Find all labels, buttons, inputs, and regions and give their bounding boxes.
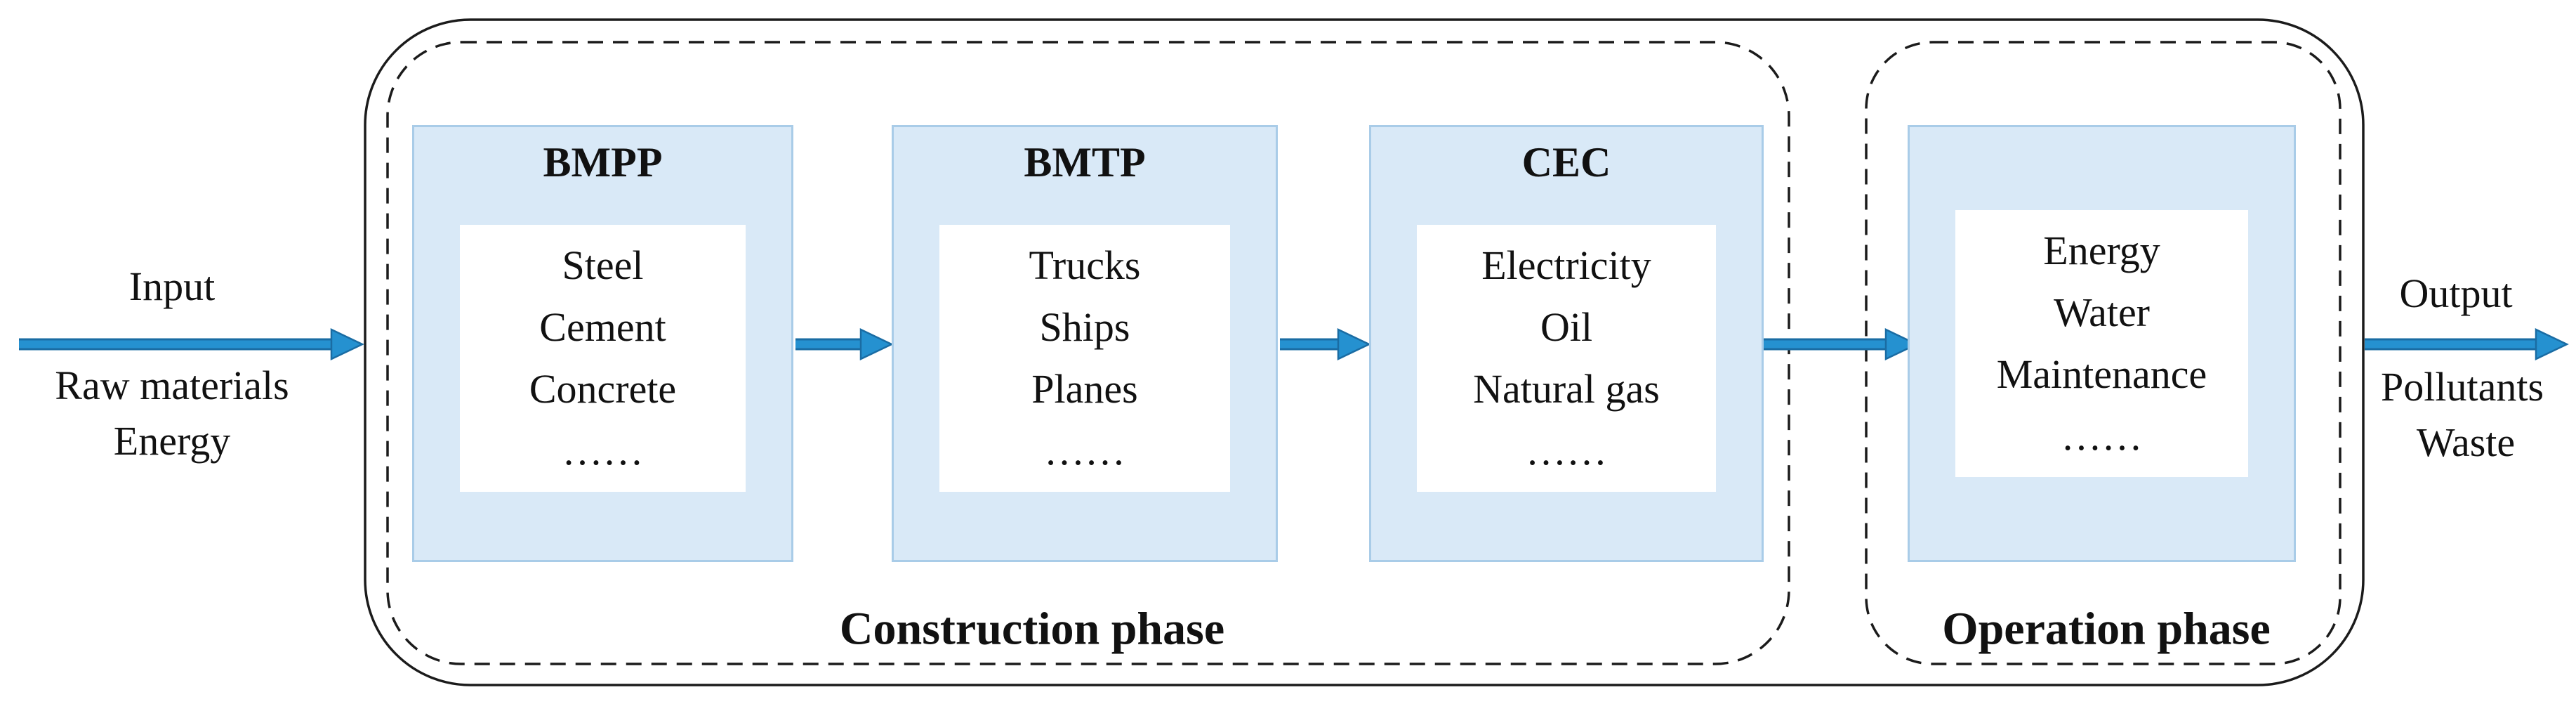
ellipsis-item: …… xyxy=(2061,413,2143,459)
list-item: Oil xyxy=(1540,304,1593,350)
list-item: Water xyxy=(2053,289,2150,335)
input-label: Input xyxy=(128,263,216,310)
operation-phase-dashed-box xyxy=(1865,41,2341,665)
input-flow-raw-materials: Raw materials xyxy=(55,363,289,409)
bmtp-title: BMTP xyxy=(1024,139,1146,185)
bmtp-items-panel: Trucks Ships Planes …… xyxy=(939,225,1230,492)
bmpp-box: BMPP Steel Cement Concrete …… xyxy=(412,125,793,562)
list-item: Maintenance xyxy=(1996,351,2207,397)
list-item: Cement xyxy=(539,304,666,350)
output-label: Output xyxy=(2399,270,2513,317)
ellipsis-item: …… xyxy=(1044,428,1125,474)
list-item: Electricity xyxy=(1481,242,1651,288)
system-boundary-box xyxy=(364,18,2365,686)
list-item: Natural gas xyxy=(1473,366,1660,412)
operation-phase-label: Operation phase xyxy=(1942,603,2271,655)
output-flow-waste: Waste xyxy=(2416,419,2516,466)
bmtp-to-cec-arrow xyxy=(1280,328,1371,360)
cec-title: CEC xyxy=(1521,139,1611,185)
list-item: Ships xyxy=(1039,304,1130,350)
operation-items-panel: Energy Water Maintenance …… xyxy=(1955,210,2248,477)
cec-box: CEC Electricity Oil Natural gas …… xyxy=(1369,125,1764,562)
list-item: Steel xyxy=(562,242,644,288)
output-flow-pollutants: Pollutants xyxy=(2380,364,2544,410)
input-flow-energy: Energy xyxy=(113,418,231,464)
cec-items-panel: Electricity Oil Natural gas …… xyxy=(1417,225,1716,492)
ellipsis-item: …… xyxy=(562,428,644,474)
construction-phase-label: Construction phase xyxy=(839,603,1225,655)
list-item: Energy xyxy=(2043,228,2160,273)
cec-to-operation-arrow xyxy=(1759,328,1919,360)
list-item: Planes xyxy=(1031,366,1138,412)
output-arrow xyxy=(2365,328,2569,360)
ellipsis-item: …… xyxy=(1526,428,1607,474)
list-item: Concrete xyxy=(529,366,677,412)
bmpp-title: BMPP xyxy=(543,139,663,185)
bmtp-box: BMTP Trucks Ships Planes …… xyxy=(892,125,1278,562)
list-item: Trucks xyxy=(1029,242,1141,288)
bmpp-items-panel: Steel Cement Concrete …… xyxy=(460,225,746,492)
operation-box: Energy Water Maintenance …… xyxy=(1908,125,2296,562)
input-arrow xyxy=(19,328,364,360)
construction-phase-dashed-box xyxy=(386,41,1790,665)
bmpp-to-bmtp-arrow xyxy=(795,328,894,360)
